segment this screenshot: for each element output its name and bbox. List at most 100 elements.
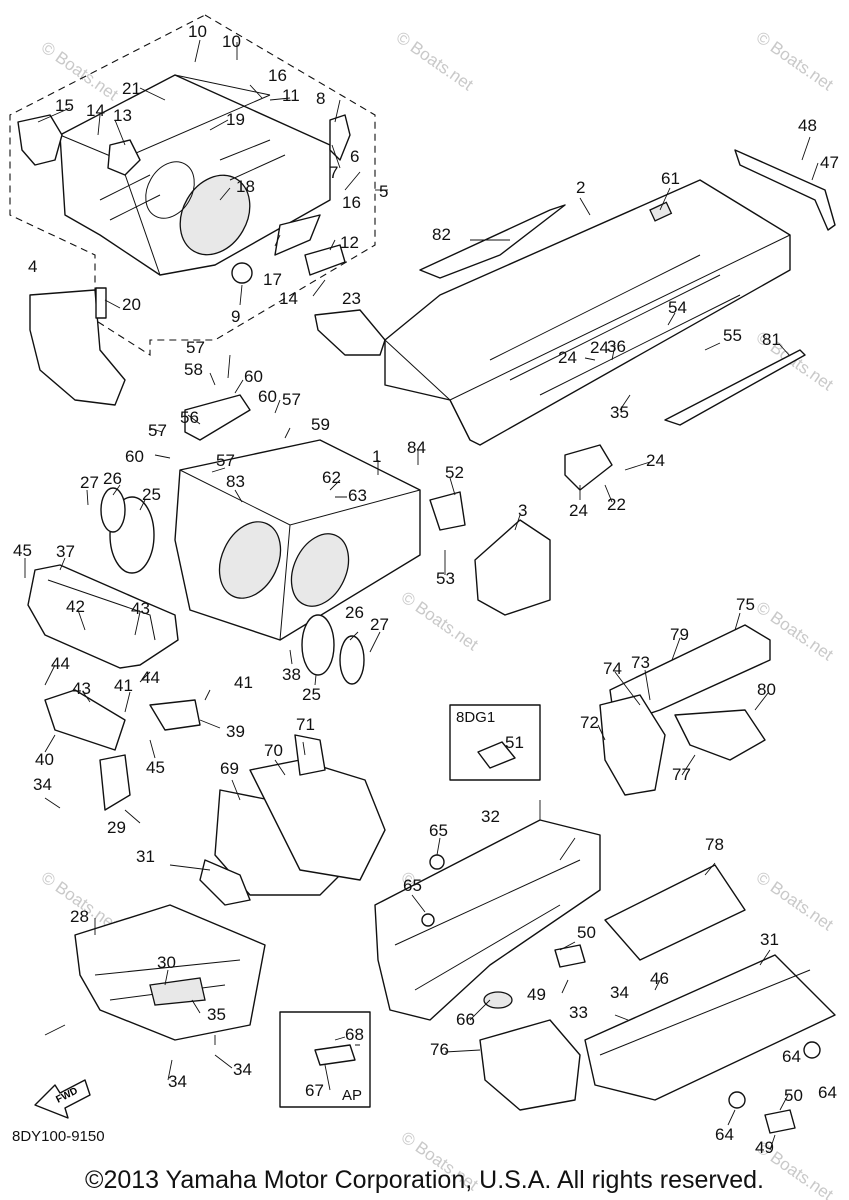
- part-label: 45: [13, 541, 32, 560]
- part-label: 34: [168, 1072, 187, 1091]
- part-label: 34: [33, 775, 52, 794]
- part-label: 64: [782, 1047, 801, 1066]
- part-51: [477, 741, 516, 769]
- part-label: 30: [157, 953, 176, 972]
- part-label: 64: [715, 1125, 734, 1144]
- bracket-15: [17, 114, 63, 166]
- part-label: 66: [456, 1010, 475, 1029]
- part-label: 31: [136, 847, 155, 866]
- grommet-65-upper: [429, 854, 445, 870]
- part-67: [314, 1044, 356, 1066]
- part-label: 74: [603, 659, 622, 678]
- part-label: 53: [436, 569, 455, 588]
- part-label: 54: [668, 298, 687, 317]
- part-label: 52: [445, 463, 464, 482]
- bracket-22: [564, 444, 613, 491]
- part-label: 50: [784, 1086, 803, 1105]
- part-label: 58: [184, 360, 203, 379]
- part-label: 15: [55, 96, 74, 115]
- part-label: 44: [51, 654, 70, 673]
- part-label: 60: [244, 367, 263, 386]
- part-label: 16: [268, 66, 287, 85]
- part-label: 43: [72, 679, 91, 698]
- upper-frame-assembly: [59, 74, 331, 276]
- part-label: 16: [342, 193, 361, 212]
- part-label: 35: [207, 1005, 226, 1024]
- part-label: 34: [610, 983, 629, 1002]
- part-label: 34: [233, 1060, 252, 1079]
- hull-28: [74, 904, 266, 1041]
- grommet-64-a: [803, 1041, 821, 1059]
- part-label: 17: [263, 270, 282, 289]
- part-label: 64: [818, 1083, 837, 1102]
- panel-77: [674, 709, 766, 761]
- part-label: 57: [186, 338, 205, 357]
- part-71: [294, 734, 326, 776]
- watermark: © Boats.net: [398, 588, 482, 655]
- hull-deck-2: [384, 179, 791, 446]
- part-label: 25: [302, 685, 321, 704]
- part-label: 21: [122, 79, 141, 98]
- part-label: 37: [56, 542, 75, 561]
- part-label: 29: [107, 818, 126, 837]
- bracket-40: [44, 689, 126, 751]
- ap-box-label: AP: [342, 1087, 362, 1104]
- part-label: 11: [282, 86, 300, 105]
- part-label: 26: [345, 603, 364, 622]
- part-label: 57: [148, 421, 167, 440]
- part-label: 46: [650, 969, 669, 988]
- bracket-18: [274, 214, 321, 256]
- forward-arrow-icon: FWD: [34, 1079, 91, 1119]
- part-label: 40: [35, 750, 54, 769]
- part-label: 1: [372, 447, 381, 466]
- part-label: 67: [305, 1081, 324, 1100]
- part-label: 27: [370, 615, 389, 634]
- main-frame-1: [174, 439, 421, 641]
- part-label: 6: [350, 147, 359, 166]
- part-label: 14: [86, 101, 105, 120]
- part-label: 51: [505, 733, 524, 752]
- part-label: 12: [340, 233, 359, 252]
- part-label: 41: [114, 676, 133, 695]
- part-label: 77: [672, 765, 691, 784]
- part-label: 68: [345, 1025, 364, 1044]
- part-label: 9: [231, 307, 240, 326]
- part-label: 24: [558, 348, 577, 367]
- part-label: 82: [432, 225, 451, 244]
- part-label: 22: [607, 495, 626, 514]
- part-label: 2: [576, 178, 585, 197]
- bracket-50-upper: [554, 944, 586, 968]
- part-label: 24: [646, 451, 665, 470]
- part-label: 41: [234, 673, 253, 692]
- part-label: 27: [80, 473, 99, 492]
- plate-30: [149, 977, 206, 1006]
- part-label: 26: [103, 469, 122, 488]
- part-label: 49: [527, 985, 546, 1004]
- part-label: 38: [282, 665, 301, 684]
- part-label: 36: [607, 337, 626, 356]
- part-31-left: [199, 859, 251, 906]
- part-label: 72: [580, 713, 599, 732]
- panel-72: [599, 694, 666, 796]
- part-label: 49: [755, 1138, 774, 1157]
- part-label: 60: [258, 387, 277, 406]
- watermark: © Boats.net: [753, 868, 837, 935]
- grommet-65-lower: [421, 913, 435, 927]
- part-label: 20: [122, 295, 141, 314]
- part-label: 45: [146, 758, 165, 777]
- part-label: 50: [577, 923, 596, 942]
- bracket-13: [107, 139, 141, 176]
- liner-82: [419, 204, 566, 279]
- ring-66: [483, 991, 513, 1009]
- part-label: 18: [236, 177, 255, 196]
- assembly-5-boundary: [9, 14, 376, 357]
- part-label: 62: [322, 468, 341, 487]
- bracket-47: [734, 149, 836, 231]
- bracket-29: [99, 754, 131, 811]
- part-label: 56: [180, 408, 199, 427]
- part-label: 65: [429, 821, 448, 840]
- part-label: 44: [141, 668, 160, 687]
- part-label: 19: [226, 110, 245, 129]
- bracket-50-lower: [764, 1109, 796, 1134]
